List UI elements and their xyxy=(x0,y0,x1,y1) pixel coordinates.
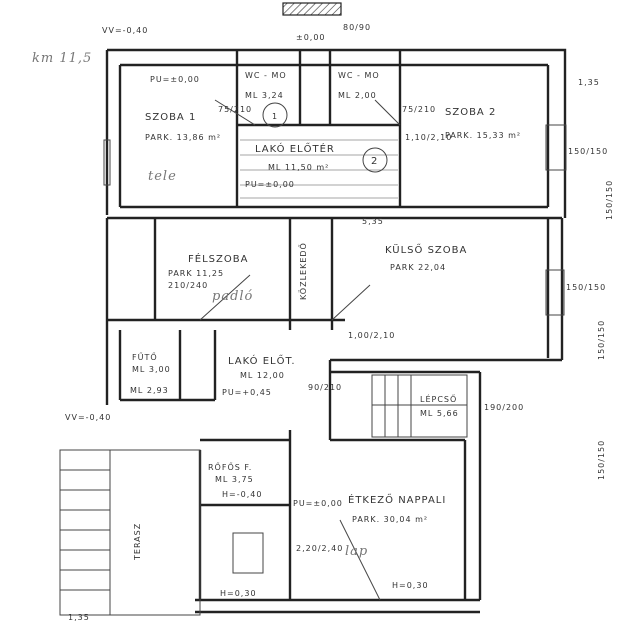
entry-name: LAKÓ ELŐT. xyxy=(228,353,296,367)
stair-area: ML 5,66 xyxy=(420,409,459,418)
living-level: PU=±0,00 xyxy=(293,499,343,508)
hall-name: LAKÓ ELŐTÉR xyxy=(255,141,335,155)
chimney xyxy=(282,2,342,16)
hall-door: 75/210 xyxy=(402,105,436,114)
staircase xyxy=(371,374,468,438)
room2-dimension: 1,35 xyxy=(578,78,600,87)
wc1-number: 1 xyxy=(272,112,278,121)
room1-name: SZOBA 1 xyxy=(145,112,196,123)
boiler-area: ML 3,00 xyxy=(132,365,171,374)
terrace-steps xyxy=(59,449,201,616)
room2-door: 1,10/2,10 xyxy=(405,133,452,142)
halfroom-floor: PARK 11,25 xyxy=(168,269,224,278)
outer-room-window: 150/150 xyxy=(566,283,606,292)
stair-door: 190/200 xyxy=(484,403,524,412)
halfroom-name: FÉLSZOBA xyxy=(188,252,248,265)
corridor-name: KÖZLEKEDŐ xyxy=(298,242,308,300)
wc2-name: WC - MO xyxy=(338,71,380,80)
dimension-535: 5,35 xyxy=(362,217,384,226)
hall-area: ML 11,50 m² xyxy=(268,163,329,172)
room1-floor: PARK. 13,86 m² xyxy=(145,133,221,142)
living-floor: PARK. 30,04 m² xyxy=(352,515,428,524)
handwritten-note-3: lap xyxy=(345,544,368,559)
entry-level: PU=+0,45 xyxy=(222,388,272,397)
windows xyxy=(103,124,567,574)
room1-door: 75/210 xyxy=(218,105,252,114)
outer-room-floor: PARK 22,04 xyxy=(390,263,446,272)
left-level-annotation: VV=-0,40 xyxy=(65,413,111,422)
wc1-area: ML 3,24 xyxy=(245,91,284,100)
living-name: ÉTKEZŐ NAPPALI xyxy=(348,492,446,506)
boiler-name: FŰTŐ xyxy=(132,352,158,362)
handwritten-note-1: tele xyxy=(148,169,177,184)
storage-level: H=-0,40 xyxy=(222,490,262,499)
interior-walls xyxy=(107,50,402,600)
door-swings xyxy=(199,99,401,601)
outer-room-name: KÜLSŐ SZOBA xyxy=(385,242,467,256)
hall-number: 2 xyxy=(371,156,378,167)
wc1-name: WC - MO xyxy=(245,71,287,80)
top-left-annotation: km 11,5 xyxy=(32,51,92,66)
right-window-1: 150/150 xyxy=(605,180,614,220)
top-level-annotation: VV=-0,40 xyxy=(102,26,148,35)
storage-area: ML 3,75 xyxy=(215,475,254,484)
living-height1: H=0,30 xyxy=(392,581,429,590)
storage-name: RŐFŐS F. xyxy=(208,462,252,472)
stair-name: LÉPCSŐ xyxy=(420,393,457,404)
hall-level: PU=±0,00 xyxy=(245,180,295,189)
room2-floor: PARK. 15,33 m² xyxy=(445,131,521,140)
hall-flooring xyxy=(240,139,398,199)
outer-walls xyxy=(105,48,567,614)
terrace-name: TERASZ xyxy=(133,523,142,561)
living-door: 2,20/2,40 xyxy=(296,544,343,553)
wc2-area: ML 2,00 xyxy=(338,91,377,100)
terrace-dimension: 1,35 xyxy=(68,613,90,622)
room2-name: SZOBA 2 xyxy=(445,107,496,118)
handwritten-note-2: padló xyxy=(212,289,253,304)
outer-room-door: 1,00/2,10 xyxy=(348,331,395,340)
halfroom-door: 210/240 xyxy=(168,281,208,290)
entry-area: ML 12,00 xyxy=(240,371,285,380)
room1-level: PU=±0,00 xyxy=(150,75,200,84)
room2-window: 150/150 xyxy=(568,147,608,156)
right-window-3: 150/150 xyxy=(597,440,606,480)
right-window-2: 150/150 xyxy=(597,320,606,360)
living-height2: H=0,30 xyxy=(220,589,257,598)
top-door-level: ±0,00 xyxy=(296,33,326,42)
entry-door: 90/210 xyxy=(308,383,342,392)
boiler-area2: ML 2,93 xyxy=(130,386,169,395)
top-window: 80/90 xyxy=(343,23,371,32)
